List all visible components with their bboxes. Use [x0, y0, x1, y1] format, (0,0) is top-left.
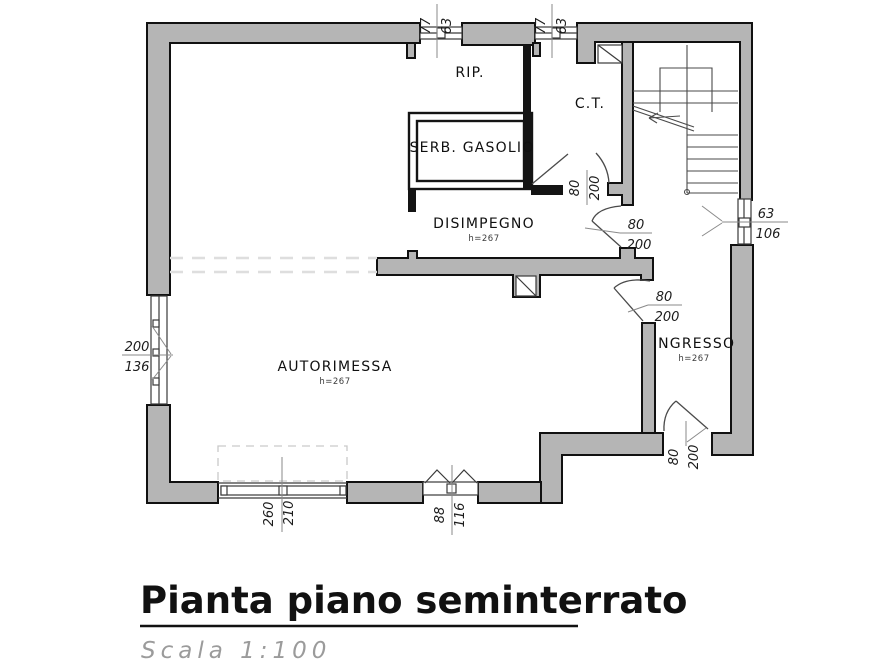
garage-door-c2 [278, 485, 288, 496]
dim-value: 200 [588, 176, 603, 201]
wall-right-lower [711, 244, 754, 456]
flue-central-diagonal [515, 275, 537, 297]
room-label-ingresso: INGRESSO [653, 336, 735, 352]
dim-value: 88 [433, 507, 448, 524]
door-ingresso-bottom-arc [663, 400, 677, 432]
dim-arrow [151, 355, 172, 381]
interior-partitions [408, 45, 563, 212]
wall-top-right-and-stair [576, 22, 753, 201]
stair-arrow-shaft [648, 115, 681, 119]
dim-value: 80 [568, 180, 583, 197]
wall-central [376, 247, 654, 298]
dim-value: 136 [125, 360, 150, 375]
wall-bottom-mid [346, 481, 424, 504]
window-bottom-gable-1 [424, 469, 451, 484]
dim-value: 106 [756, 227, 781, 242]
room-height-ingresso: h=267 [678, 354, 709, 364]
room-label-autorimessa: AUTORIMESSA [278, 359, 393, 375]
dim-value: 80 [656, 290, 673, 305]
door-ingresso-top-leaf [613, 287, 644, 322]
wall-ingresso-bottom [539, 432, 664, 504]
dim-value: 200 [125, 340, 150, 355]
wall-rip-ct [523, 45, 531, 190]
dim-arrow [701, 205, 723, 222]
scale-note: Scala 1:100 [141, 638, 331, 664]
wall-top-jamb-1 [406, 42, 416, 59]
door-ct-leaf [531, 153, 569, 185]
dim-arrow [701, 222, 723, 237]
flues [515, 44, 623, 297]
dimensions: 77 63 77 63 63 106 200 136 80 200 80 200… [122, 4, 788, 535]
stair-break-1 [632, 105, 695, 128]
dim-leader [584, 227, 621, 234]
dim-value: 80 [667, 449, 682, 466]
tank-room-walls [407, 111, 534, 191]
door-hall-leaf [591, 220, 622, 248]
window-left-c3 [152, 377, 160, 386]
dim-value: 210 [282, 501, 297, 526]
room-labels: RIP. C.T. SERB. GASOLIO DISIMPEGNO h=267… [278, 65, 735, 387]
room-height-disimpegno: h=267 [468, 234, 499, 244]
stair-break-2 [632, 109, 695, 132]
wall-stairwell-left [607, 41, 634, 206]
room-label-rip: RIP. [455, 65, 484, 81]
dim-value: 80 [628, 218, 645, 233]
dim-arrow [151, 325, 172, 355]
dim-value: 200 [655, 310, 680, 325]
door-ingresso-top-arc [613, 279, 651, 289]
room-label-ct: C.T. [575, 96, 605, 112]
window-bottom-gable-2 [451, 469, 478, 484]
dim-value: 63 [555, 18, 570, 35]
tank-outer [407, 111, 534, 191]
dim-value: 260 [262, 502, 277, 527]
dim-value: 116 [453, 503, 468, 528]
staircase [632, 45, 738, 196]
wall-top-left-and-left [146, 22, 421, 296]
wall-top-mid [461, 22, 536, 46]
garage-door-c3 [339, 485, 347, 496]
room-label-serb-gasolio: SERB. GASOLIO [410, 140, 535, 156]
dim-value: 77 [419, 17, 434, 34]
stair-start-mark [683, 188, 691, 196]
room-label-disimpegno: DISIMPEGNO [433, 216, 535, 232]
wall-top-jamb-2 [532, 42, 541, 57]
doors [531, 152, 709, 432]
wall-bottom-right [477, 481, 542, 504]
garage-door-c1 [220, 485, 228, 496]
dim-value: 200 [687, 445, 702, 470]
dim-value: 200 [627, 238, 652, 253]
tank-inner [415, 119, 526, 183]
dim-value: 63 [758, 207, 775, 222]
dim-value: 77 [534, 17, 549, 34]
title-block: Pianta piano seminterrato Scala 1:100 [140, 579, 687, 664]
exterior-walls [146, 22, 754, 504]
door-ingresso-bottom-leaf [675, 400, 709, 430]
dim-leader [627, 304, 649, 313]
stair-arrow-head [648, 117, 658, 124]
wall-tank-stub [408, 190, 416, 212]
wall-disimpegno-top [531, 185, 563, 195]
wall-bottom-left-corner [146, 404, 219, 504]
stair-arrow-head [648, 112, 659, 119]
window-left-c1 [152, 319, 160, 328]
dim-leader [686, 427, 707, 443]
stair-landing [659, 67, 713, 112]
window-left-c2 [152, 348, 160, 357]
flue-ct-diagonal [597, 44, 623, 64]
door-ct-arc [595, 152, 610, 184]
room-height-autorimessa: h=267 [319, 377, 350, 387]
dim-value: 63 [440, 18, 455, 35]
page-title: Pianta piano seminterrato [140, 579, 687, 622]
door-hall-arc [591, 205, 622, 222]
